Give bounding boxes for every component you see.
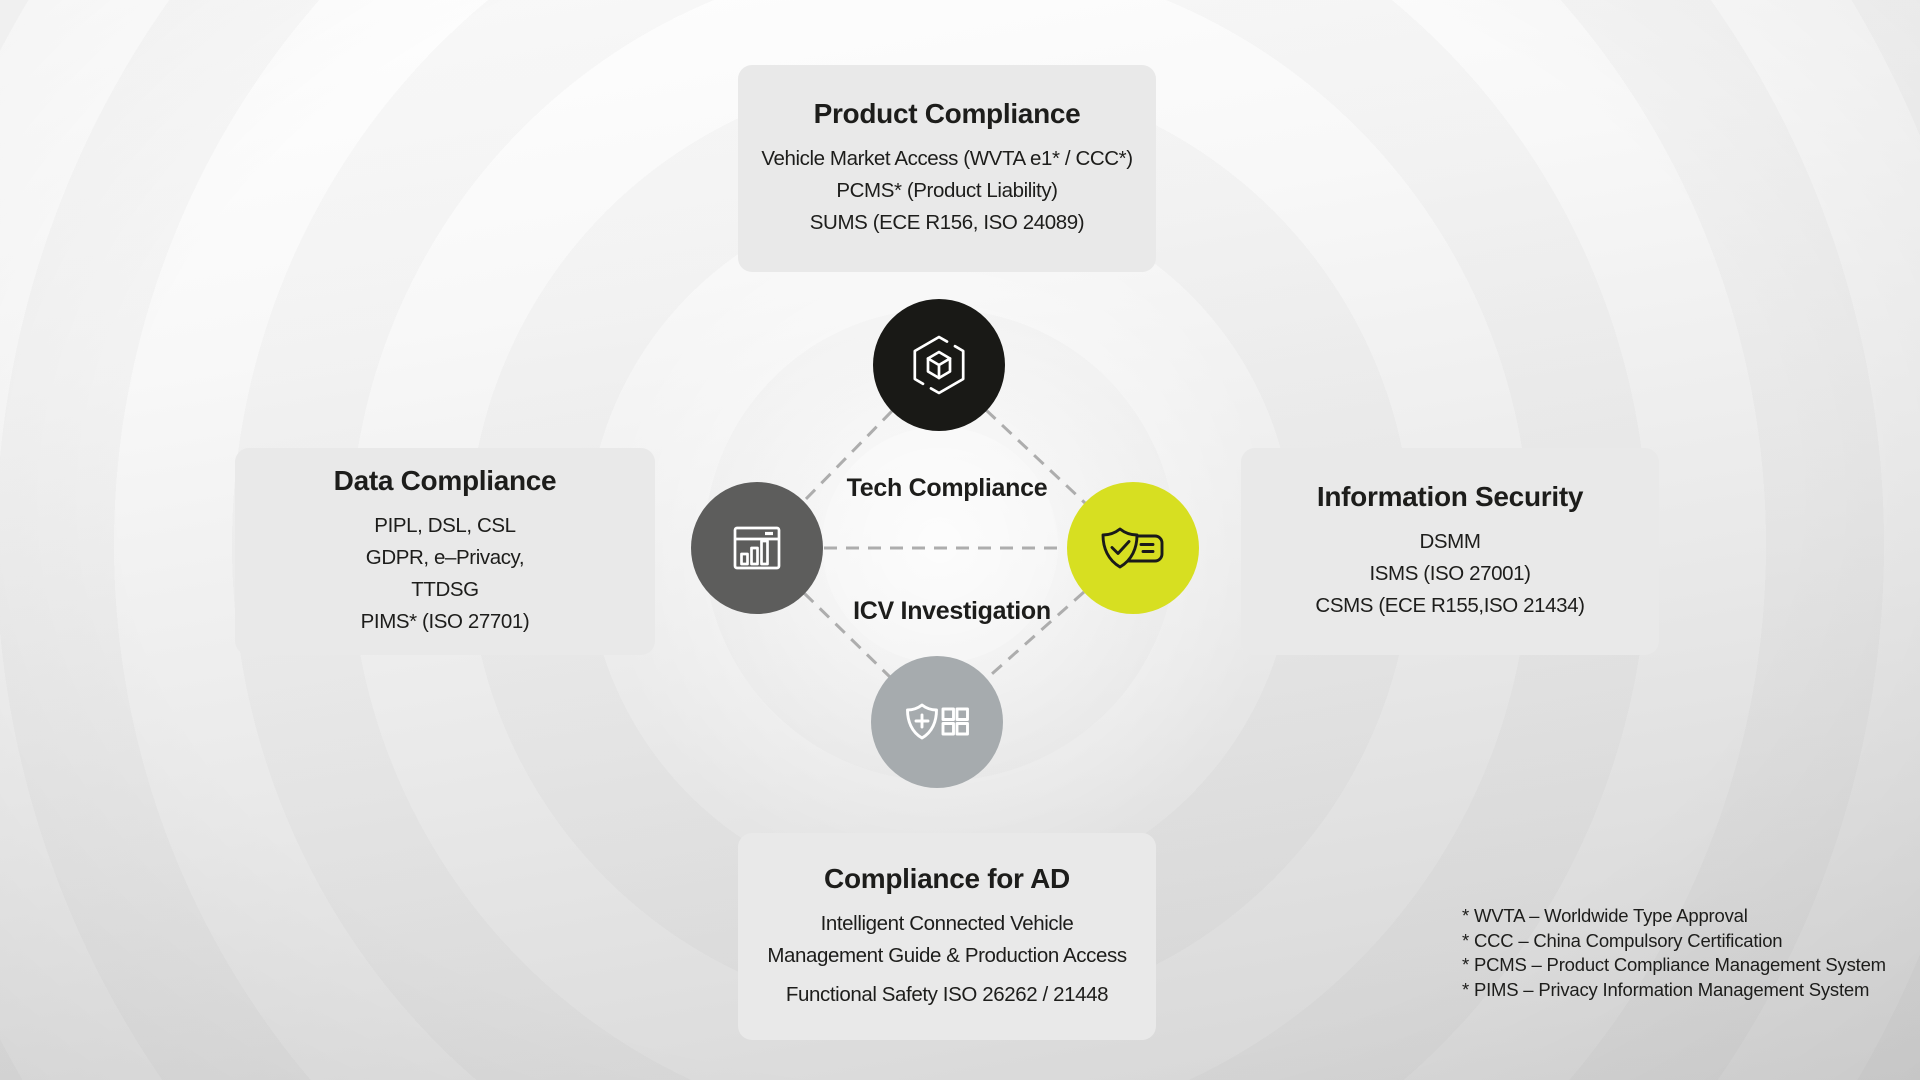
card-body: DSMM ISMS (ISO 27001) CSMS (ECE R155,ISO… xyxy=(1315,526,1585,622)
card-title: Product Compliance xyxy=(813,98,1081,129)
card-line: Vehicle Market Access (WVTA e1* / CCC*) xyxy=(761,147,1133,170)
card-line: PIMS* (ISO 27701) xyxy=(360,610,530,633)
card-line: TTDSG xyxy=(411,578,479,601)
footnote-line: * PIMS – Privacy Information Management … xyxy=(1462,978,1870,1000)
card-line: PIPL, DSL, CSL xyxy=(374,514,516,537)
card-title: Compliance for AD xyxy=(824,862,1070,894)
compliance-for-ad-card: Compliance for AD Intelligent Connected … xyxy=(738,833,1156,1040)
compliance-for-ad-node xyxy=(871,656,1003,788)
card-body: Intelligent Connected Vehicle Management… xyxy=(767,908,1127,1011)
card-body: Vehicle Market Access (WVTA e1* / CCC*) … xyxy=(761,143,1133,239)
card-line: Intelligent Connected Vehicle xyxy=(820,911,1074,935)
shield-plus-grid-icon xyxy=(871,656,1003,788)
card-line: CSMS (ECE R155,ISO 21434) xyxy=(1315,594,1585,617)
package-hexagon-icon xyxy=(873,299,1005,431)
card-line: ISMS (ISO 27001) xyxy=(1369,562,1531,585)
card-title: Information Security xyxy=(1316,481,1584,512)
footnote-line: * WVTA – Worldwide Type Approval xyxy=(1462,905,1748,926)
data-compliance-card: Data Compliance PIPL, DSL, CSL GDPR, e–P… xyxy=(235,448,655,655)
footnote-line: * PCMS – Product Compliance Management S… xyxy=(1462,954,1886,975)
card-line: SUMS (ECE R156, ISO 24089) xyxy=(809,211,1085,234)
connector-line xyxy=(984,590,1085,682)
data-compliance-node xyxy=(691,482,823,614)
window-bar-chart-icon xyxy=(691,482,823,614)
card-line: Management Guide & Production Access xyxy=(767,943,1127,967)
shield-check-card-icon xyxy=(1067,482,1199,614)
card-line: DSMM xyxy=(1419,530,1481,553)
product-compliance-node xyxy=(873,299,1005,431)
footnotes: * WVTA – Worldwide Type Approval * CCC –… xyxy=(1462,904,1886,1002)
card-line: PCMS* (Product Liability) xyxy=(836,179,1058,202)
information-security-node xyxy=(1067,482,1199,614)
footnote-line: * CCC – China Compulsory Certification xyxy=(1462,929,1783,951)
icv-investigation-label: ICV Investigation xyxy=(853,597,1051,625)
card-line: GDPR, e–Privacy, xyxy=(365,546,525,569)
connector-line xyxy=(984,408,1087,505)
card-line: Functional Safety ISO 26262 / 21448 xyxy=(785,982,1109,1006)
tech-compliance-label: Tech Compliance xyxy=(846,474,1048,502)
information-security-card: Information Security DSMM ISMS (ISO 2700… xyxy=(1241,448,1659,655)
card-title: Data Compliance xyxy=(333,465,557,496)
card-body: PIPL, DSL, CSL GDPR, e–Privacy, TTDSG PI… xyxy=(361,510,530,638)
product-compliance-card: Product Compliance Vehicle Market Access… xyxy=(738,65,1156,272)
